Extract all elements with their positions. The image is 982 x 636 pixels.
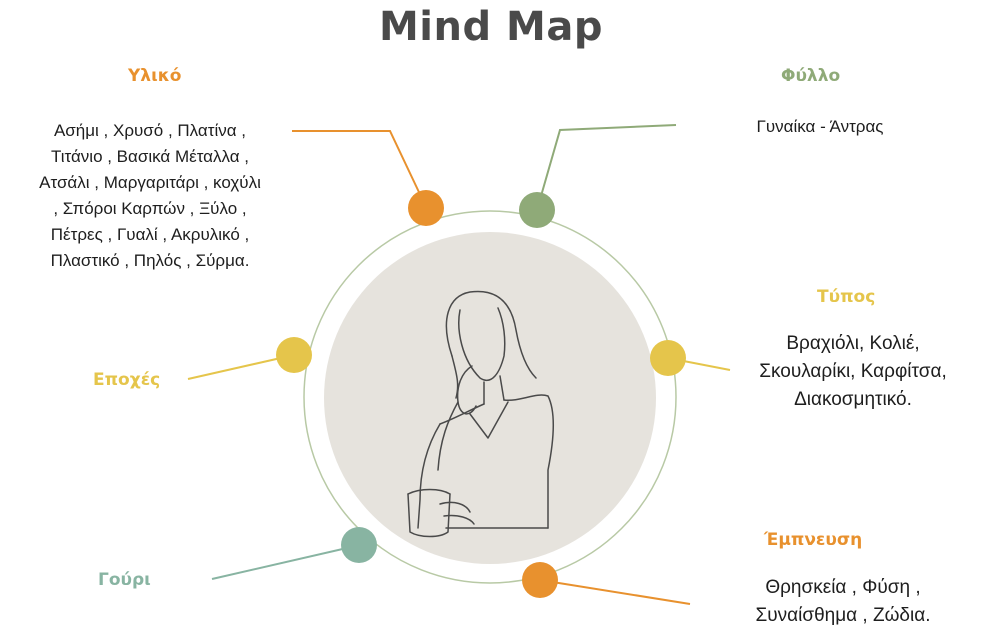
fingers-mid — [443, 514, 475, 525]
material-line: Πέτρες , Γυαλί , Ακρυλικό , — [50, 225, 250, 244]
connector-gender — [536, 124, 677, 211]
heading-material: Υλικό — [128, 66, 182, 86]
shoulder-right — [503, 394, 555, 529]
material-line: Τιτάνιο , Βασικά Μέταλλα , — [50, 147, 250, 166]
forearm — [437, 401, 459, 471]
neck-right — [499, 375, 505, 401]
heading-seasons: Εποχές — [93, 370, 161, 390]
cup-body — [407, 493, 451, 538]
connector-inspiration — [539, 579, 691, 605]
fingers-top — [439, 501, 471, 513]
hair-left-strand — [451, 355, 459, 399]
heading-type: Τύπος — [817, 287, 876, 307]
outer-ring — [303, 210, 677, 584]
type-line: Βραχιόλι, Κολιέ, — [786, 333, 920, 354]
connector-luck — [211, 544, 361, 580]
text-type: Βραχιόλι, Κολιέ, Σκουλαρίκι, Καρφίτσα, Δ… — [738, 330, 968, 414]
heading-inspiration: Έμπνευση — [764, 530, 863, 550]
connector-seasons — [187, 354, 295, 380]
left-arm — [417, 423, 441, 529]
material-line: Πλαστικό , Πηλός , Σύρμα. — [50, 251, 250, 270]
hair-outline — [445, 290, 537, 379]
node-type — [650, 340, 686, 376]
text-inspiration: Θρησκεία , Φύση , Συναίσθημα , Ζώδια. — [728, 574, 958, 630]
center-circle — [324, 232, 656, 564]
type-line: Διακοσμητικό. — [794, 389, 912, 410]
node-material — [408, 190, 444, 226]
node-gender — [519, 192, 555, 228]
type-line: Σκουλαρίκι, Καρφίτσα, — [759, 361, 947, 382]
node-luck — [341, 527, 377, 563]
heading-gender: Φύλλο — [781, 66, 841, 86]
material-line: Ασήμι , Χρυσό , Πλατίνα , — [53, 121, 247, 140]
node-inspiration — [522, 562, 558, 598]
material-line: Ατσάλι , Μαργαριτάρι , κοχύλι — [39, 173, 261, 192]
connector-material — [292, 130, 427, 208]
face-outline — [458, 307, 506, 381]
material-line: , Σπόροι Καρπών , Ξύλο , — [53, 199, 247, 218]
text-material: Ασήμι , Χρυσό , Πλατίνα , Τιτάνιο , Βασι… — [0, 118, 300, 274]
woman-thinking-with-cup-icon — [407, 290, 555, 538]
page-title: Mind Map — [379, 4, 603, 50]
inspiration-line: Θρησκεία , Φύση , — [765, 577, 921, 598]
text-gender: Γυναίκα - Άντρας — [700, 114, 940, 140]
neckline — [469, 401, 509, 439]
shoulder-left — [439, 403, 485, 425]
node-seasons — [276, 337, 312, 373]
cup-rim — [407, 488, 451, 495]
gender-line: Γυναίκα - Άντρας — [756, 117, 884, 136]
inspiration-line: Συναίσθημα , Ζώδια. — [755, 605, 931, 626]
heading-luck: Γούρι — [98, 570, 151, 590]
